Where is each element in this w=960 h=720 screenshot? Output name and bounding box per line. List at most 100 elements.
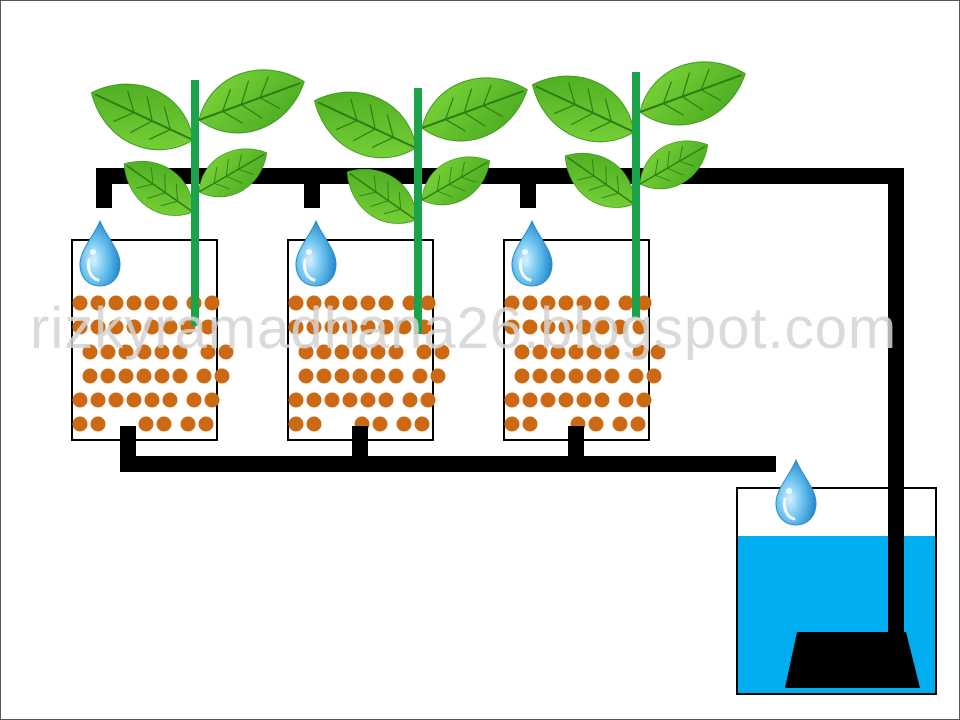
pebble: [288, 416, 304, 432]
pebble: [514, 344, 530, 360]
pebble: [108, 295, 124, 311]
pebble: [586, 368, 602, 384]
pebble: [522, 295, 538, 311]
pebble: [200, 319, 216, 335]
grow-pots: [71, 239, 666, 441]
pebble: [342, 392, 358, 408]
pebble: [632, 344, 648, 360]
water-drop-icon: [294, 219, 338, 288]
pebble: [396, 416, 412, 432]
pebble: [156, 416, 172, 432]
pebble: [504, 295, 520, 311]
pebble: [628, 368, 644, 384]
plant-icon: [519, 45, 757, 318]
pebble: [612, 416, 628, 432]
pebble: [162, 319, 178, 335]
pebble: [646, 368, 662, 384]
pebble: [298, 368, 314, 384]
pebble: [372, 416, 388, 432]
pebble: [522, 319, 538, 335]
pebble: [430, 368, 446, 384]
pebble: [632, 319, 648, 335]
plants: [78, 45, 757, 334]
pebble: [360, 392, 376, 408]
pebble: [636, 295, 652, 311]
pebble: [618, 392, 634, 408]
supply-pipe: [96, 168, 904, 638]
pebble: [352, 344, 368, 360]
pebble: [144, 295, 160, 311]
plant-stem: [414, 88, 422, 334]
pebble: [288, 295, 304, 311]
pebble: [568, 344, 584, 360]
leaf: [629, 126, 719, 203]
pebble: [540, 295, 556, 311]
reservoir-tank: [736, 487, 937, 695]
pebble: [72, 319, 88, 335]
riser-pipe: [888, 168, 904, 638]
pebble: [434, 344, 450, 360]
plant-stem: [632, 72, 640, 318]
pebble: [334, 344, 350, 360]
pebble: [172, 368, 188, 384]
pebble: [594, 319, 610, 335]
pebble: [126, 295, 142, 311]
pebble: [136, 344, 152, 360]
pebble: [144, 392, 160, 408]
pebble: [414, 416, 430, 432]
pebble: [306, 392, 322, 408]
pebble: [594, 295, 610, 311]
pebble: [108, 319, 124, 335]
plant-icon: [301, 61, 539, 334]
watermark-text: rizkyramadhana26.blogspot.com: [30, 296, 897, 361]
pebble: [594, 392, 610, 408]
pebble: [186, 392, 202, 408]
pebble: [630, 416, 646, 432]
pebble: [550, 368, 566, 384]
pebble: [514, 368, 530, 384]
pebble: [306, 295, 322, 311]
pebble: [342, 319, 358, 335]
pebble: [118, 368, 134, 384]
pebble: [90, 392, 106, 408]
pebble: [82, 344, 98, 360]
pebble: [298, 344, 314, 360]
pebble: [162, 392, 178, 408]
drain-pipe: [120, 426, 776, 472]
pebble: [126, 319, 142, 335]
pebble: [200, 344, 216, 360]
pebble: [522, 416, 538, 432]
pebble: [162, 295, 178, 311]
pebble: [586, 344, 602, 360]
pebble: [138, 416, 154, 432]
pebble: [604, 368, 620, 384]
pebble: [118, 344, 134, 360]
pebble: [636, 392, 652, 408]
pebble: [100, 368, 116, 384]
pebble: [306, 319, 322, 335]
pebble: [204, 295, 220, 311]
pebble: [396, 319, 412, 335]
pebble: [568, 368, 584, 384]
pebble: [82, 368, 98, 384]
pebble: [540, 319, 556, 335]
pebble: [316, 344, 332, 360]
pebble: [154, 368, 170, 384]
pebble: [540, 392, 556, 408]
plant-icon: [78, 53, 316, 326]
pebble: [316, 368, 332, 384]
pebble: [136, 368, 152, 384]
pebble: [324, 392, 340, 408]
pebble: [72, 295, 88, 311]
leaf: [78, 65, 207, 168]
pebble: [90, 319, 106, 335]
pebble: [378, 392, 394, 408]
pebble: [288, 392, 304, 408]
pebble: [504, 416, 520, 432]
pebble: [388, 368, 404, 384]
pebble: [420, 392, 436, 408]
pebble: [588, 416, 604, 432]
pebble: [402, 295, 418, 311]
pebble: [90, 416, 106, 432]
